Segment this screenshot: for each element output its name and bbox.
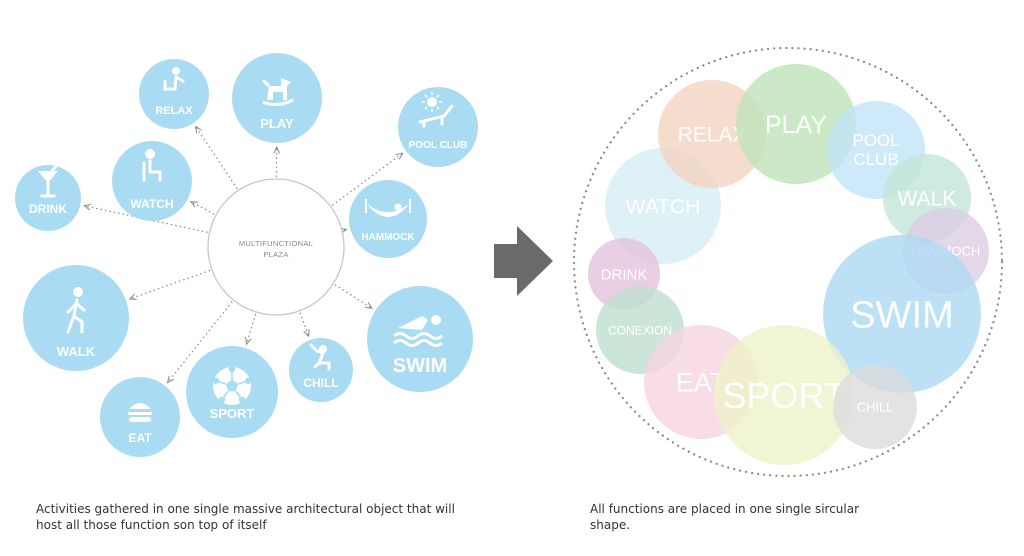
activity-watch-label: WATCH bbox=[130, 197, 173, 211]
burger-icon bbox=[128, 403, 152, 422]
activity-pool-club-label: POOL CLUB bbox=[409, 140, 468, 151]
activity-swim-circle bbox=[367, 286, 473, 392]
multifunctional-plaza-hub: MULTIFUNCTIONAL PLAZA bbox=[207, 178, 345, 316]
merged-pool-club-label-line1: POOL bbox=[852, 131, 899, 150]
activity-hammock: HAMMOCK bbox=[349, 180, 427, 258]
hub-label-line2: PLAZA bbox=[263, 250, 288, 259]
merged-relax-label: RELAX bbox=[678, 124, 747, 147]
merged-walk-label: WALK bbox=[898, 188, 957, 211]
activity-play-label: PLAY bbox=[260, 116, 294, 131]
cocktail-glass-icon bbox=[38, 163, 59, 198]
person-relaxing-icon bbox=[163, 67, 185, 91]
caption-right: All functions are placed in one single s… bbox=[590, 502, 860, 532]
connector-sport bbox=[247, 313, 257, 344]
merged-conexion-label: CONEXION bbox=[608, 323, 672, 337]
soccer-ball-icon bbox=[212, 365, 252, 405]
activity-walk: WALK bbox=[23, 265, 129, 371]
activity-eat-label: EAT bbox=[128, 431, 152, 445]
activity-play: PLAY bbox=[232, 53, 322, 143]
connector-hammock bbox=[344, 229, 346, 230]
activity-play-circle bbox=[232, 53, 322, 143]
seated-person-icon bbox=[142, 149, 162, 182]
merged-pool-club-label-line2: CLUB bbox=[853, 150, 898, 169]
sun-lounger-icon bbox=[418, 92, 454, 128]
connector-relax bbox=[196, 126, 238, 190]
connector-swim bbox=[334, 284, 372, 309]
merged-play-circle bbox=[736, 64, 856, 184]
connector-chill bbox=[299, 312, 309, 336]
activity-hammock-circle bbox=[349, 180, 427, 258]
activity-watch-circle bbox=[112, 141, 192, 221]
connector-walk bbox=[130, 269, 211, 299]
activity-walk-label: WALK bbox=[57, 344, 96, 359]
merged-play-label: PLAY bbox=[765, 111, 827, 139]
merged-chill-circle bbox=[833, 365, 917, 449]
activity-chill-label: CHILL bbox=[303, 376, 338, 390]
activity-chill-circle bbox=[289, 338, 353, 402]
activity-drink-circle bbox=[15, 165, 81, 231]
activity-sport: SPORT bbox=[186, 346, 278, 438]
activity-bubbles: RELAX PLAY POOL CLUB WATCH DRINK HAMMOCK WALK S… bbox=[15, 53, 478, 457]
activity-relax: RELAX bbox=[139, 59, 209, 129]
activity-swim-label: SWIM bbox=[393, 355, 447, 377]
right-arrow-shape bbox=[494, 226, 553, 296]
outer-dotted-circle bbox=[572, 46, 1004, 478]
activity-watch: WATCH bbox=[112, 141, 192, 221]
merged-sport: SPORT bbox=[714, 325, 854, 465]
connector-eat bbox=[167, 301, 233, 383]
caption-left: Activities gathered in one single massiv… bbox=[36, 502, 455, 532]
merged-watch-label: WATCH bbox=[626, 196, 701, 219]
hub-label-line1: MULTIFUNCTIONAL bbox=[239, 239, 313, 248]
merged-swim-label: SWIM bbox=[850, 295, 953, 337]
activity-chill: CHILL bbox=[289, 338, 353, 402]
merged-drink-label: DRINK bbox=[601, 266, 648, 283]
activity-pool-club-circle bbox=[398, 87, 478, 167]
activity-sport-label: SPORT bbox=[210, 406, 255, 421]
merged-chill-label: CHILL bbox=[857, 400, 894, 415]
merged-sport-label: SPORT bbox=[722, 375, 845, 416]
walking-person-icon bbox=[66, 287, 86, 334]
activity-eat: EAT bbox=[100, 377, 180, 457]
swimmer-icon bbox=[393, 315, 443, 347]
activity-pool-club: POOL CLUB bbox=[398, 87, 478, 167]
merged-swim-circle bbox=[823, 235, 981, 393]
transition-arrow-icon bbox=[494, 226, 553, 296]
hammock-icon bbox=[365, 199, 411, 217]
activity-hammock-label: HAMMOCK bbox=[361, 232, 415, 243]
reclining-person-icon bbox=[309, 343, 331, 371]
activity-swim: SWIM bbox=[367, 286, 473, 392]
activity-relax-label: RELAX bbox=[155, 105, 193, 117]
merged-swim: SWIM bbox=[823, 235, 981, 393]
merged-circle-diagram: WATCHRELAXPLAYPOOLCLUBWALKHAMMOCHSWIMDRI… bbox=[572, 46, 1004, 478]
activity-relax-circle bbox=[139, 59, 209, 129]
activity-drink-label: DRINK bbox=[29, 202, 67, 216]
hub-circle bbox=[207, 178, 345, 316]
merged-chill: CHILL bbox=[833, 365, 917, 449]
merged-sport-circle bbox=[714, 325, 854, 465]
connector-pool-club bbox=[331, 153, 402, 206]
rocking-horse-icon bbox=[261, 78, 294, 107]
connector-watch bbox=[191, 202, 215, 215]
merged-play: PLAY bbox=[736, 64, 856, 184]
activity-drink: DRINK bbox=[15, 163, 81, 231]
